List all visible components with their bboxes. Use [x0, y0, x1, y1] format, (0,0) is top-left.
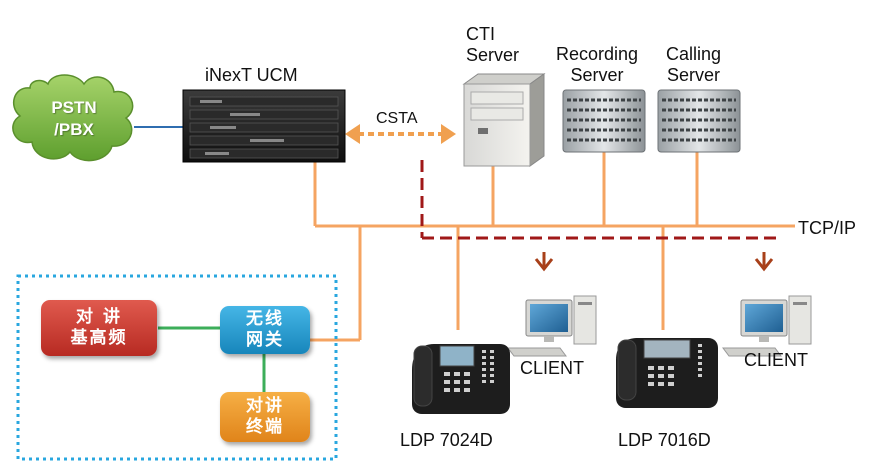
client-label-2: CLIENT — [744, 350, 809, 370]
cti-server-icon — [462, 73, 546, 167]
ip-phone-icon — [616, 338, 718, 408]
tcpip-label: TCP/IP — [798, 218, 857, 238]
wireless-gateway-box: 无线 网关 — [220, 306, 310, 354]
pstn-cloud-label: PSTN /PBX — [42, 97, 106, 141]
client-label-1: CLIENT — [520, 358, 585, 378]
base-station-box: 对 讲 基高频 — [41, 300, 157, 356]
recording-server-label: Recording Server — [556, 44, 638, 86]
calling-server-label: Calling Server — [666, 44, 721, 86]
phone-label-1: LDP 7024D — [400, 430, 493, 450]
recording-label-line-2: Server — [570, 65, 624, 85]
pstn-cloud-icon — [12, 74, 134, 162]
ucm-label: iNexT UCM — [205, 65, 298, 85]
pstn-line-1: PSTN — [51, 98, 97, 117]
client-pc-icon — [507, 295, 597, 357]
ip-phone-icon — [412, 344, 510, 414]
csta-arrow — [345, 124, 456, 144]
calling-label-line-2: Server — [667, 65, 721, 85]
recording-server-icon — [562, 89, 646, 153]
down-arrow-icon — [754, 252, 774, 272]
radio-system-frame — [16, 274, 338, 461]
radio-links — [158, 326, 266, 392]
client-pc-icon — [722, 295, 812, 357]
ucm-rack-icon — [182, 89, 346, 163]
cti-label-line-2: Server — [466, 45, 520, 65]
phone-label-2: LDP 7016D — [618, 430, 711, 450]
down-arrow-icon — [534, 252, 554, 272]
cti-label-line-1: CTI — [466, 24, 495, 44]
pstn-line-2: /PBX — [54, 120, 94, 139]
lan-lines — [310, 152, 795, 342]
csta-label: CSTA — [376, 110, 418, 127]
calling-label-line-1: Calling — [666, 44, 722, 64]
cti-server-label: CTI Server — [466, 24, 519, 66]
radio-terminal-box: 对讲 终端 — [220, 392, 310, 442]
calling-server-icon — [657, 89, 741, 153]
csta-dashed-line — [420, 160, 778, 240]
recording-label-line-1: Recording — [556, 44, 639, 64]
